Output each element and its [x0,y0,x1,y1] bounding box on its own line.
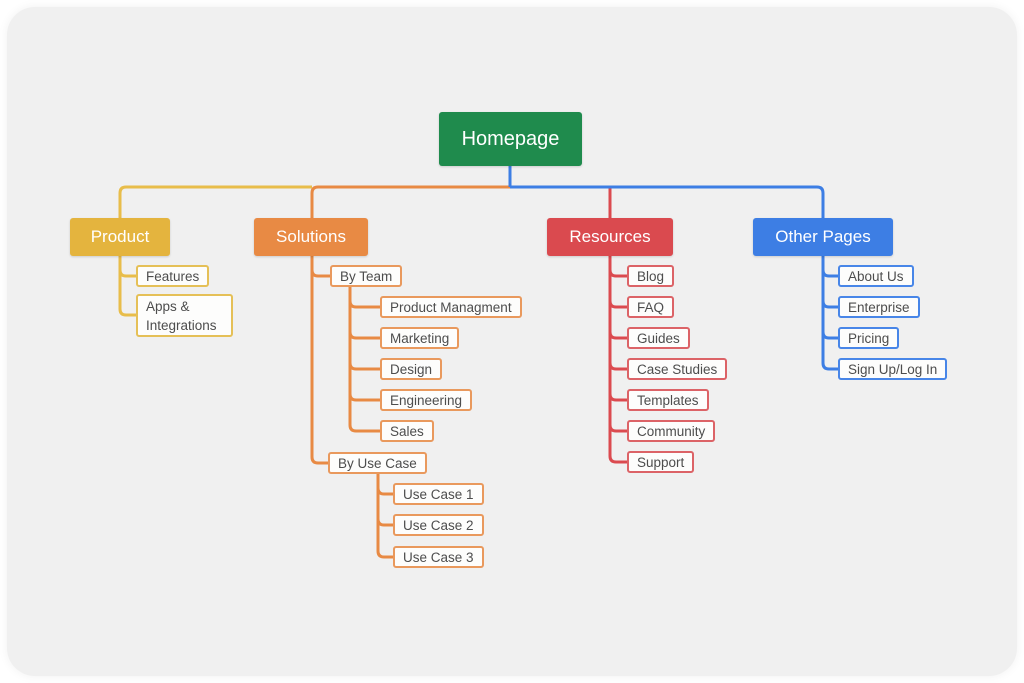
node-features: Features [136,265,210,287]
node-engineering: Engineering [380,389,473,411]
node-pricing: Pricing [838,327,900,349]
node-templates: Templates [627,389,709,411]
node-homepage: Homepage [439,112,582,166]
node-marketing: Marketing [380,327,460,349]
node-design: Design [380,358,443,380]
node-community: Community [627,420,716,442]
node-guides: Guides [627,327,690,349]
node-faq: FAQ [627,296,675,318]
node-by-team: By Team [330,265,403,287]
node-resources: Resources [547,218,673,256]
node-blog: Blog [627,265,675,287]
node-use-case-3: Use Case 3 [393,546,484,568]
node-by-use-case: By Use Case [328,452,427,474]
node-use-case-1: Use Case 1 [393,483,484,505]
node-product: Product [70,218,170,256]
node-sign-up-log-in: Sign Up/Log In [838,358,948,380]
node-apps-integrations: Apps & Integrations [136,294,233,337]
node-product-managment: Product Managment [380,296,522,318]
node-use-case-2: Use Case 2 [393,514,484,536]
node-solutions: Solutions [254,218,368,256]
node-case-studies: Case Studies [627,358,728,380]
node-other-pages: Other Pages [753,218,893,256]
node-about-us: About Us [838,265,914,287]
node-enterprise: Enterprise [838,296,920,318]
node-support: Support [627,451,695,473]
node-sales: Sales [380,420,434,442]
